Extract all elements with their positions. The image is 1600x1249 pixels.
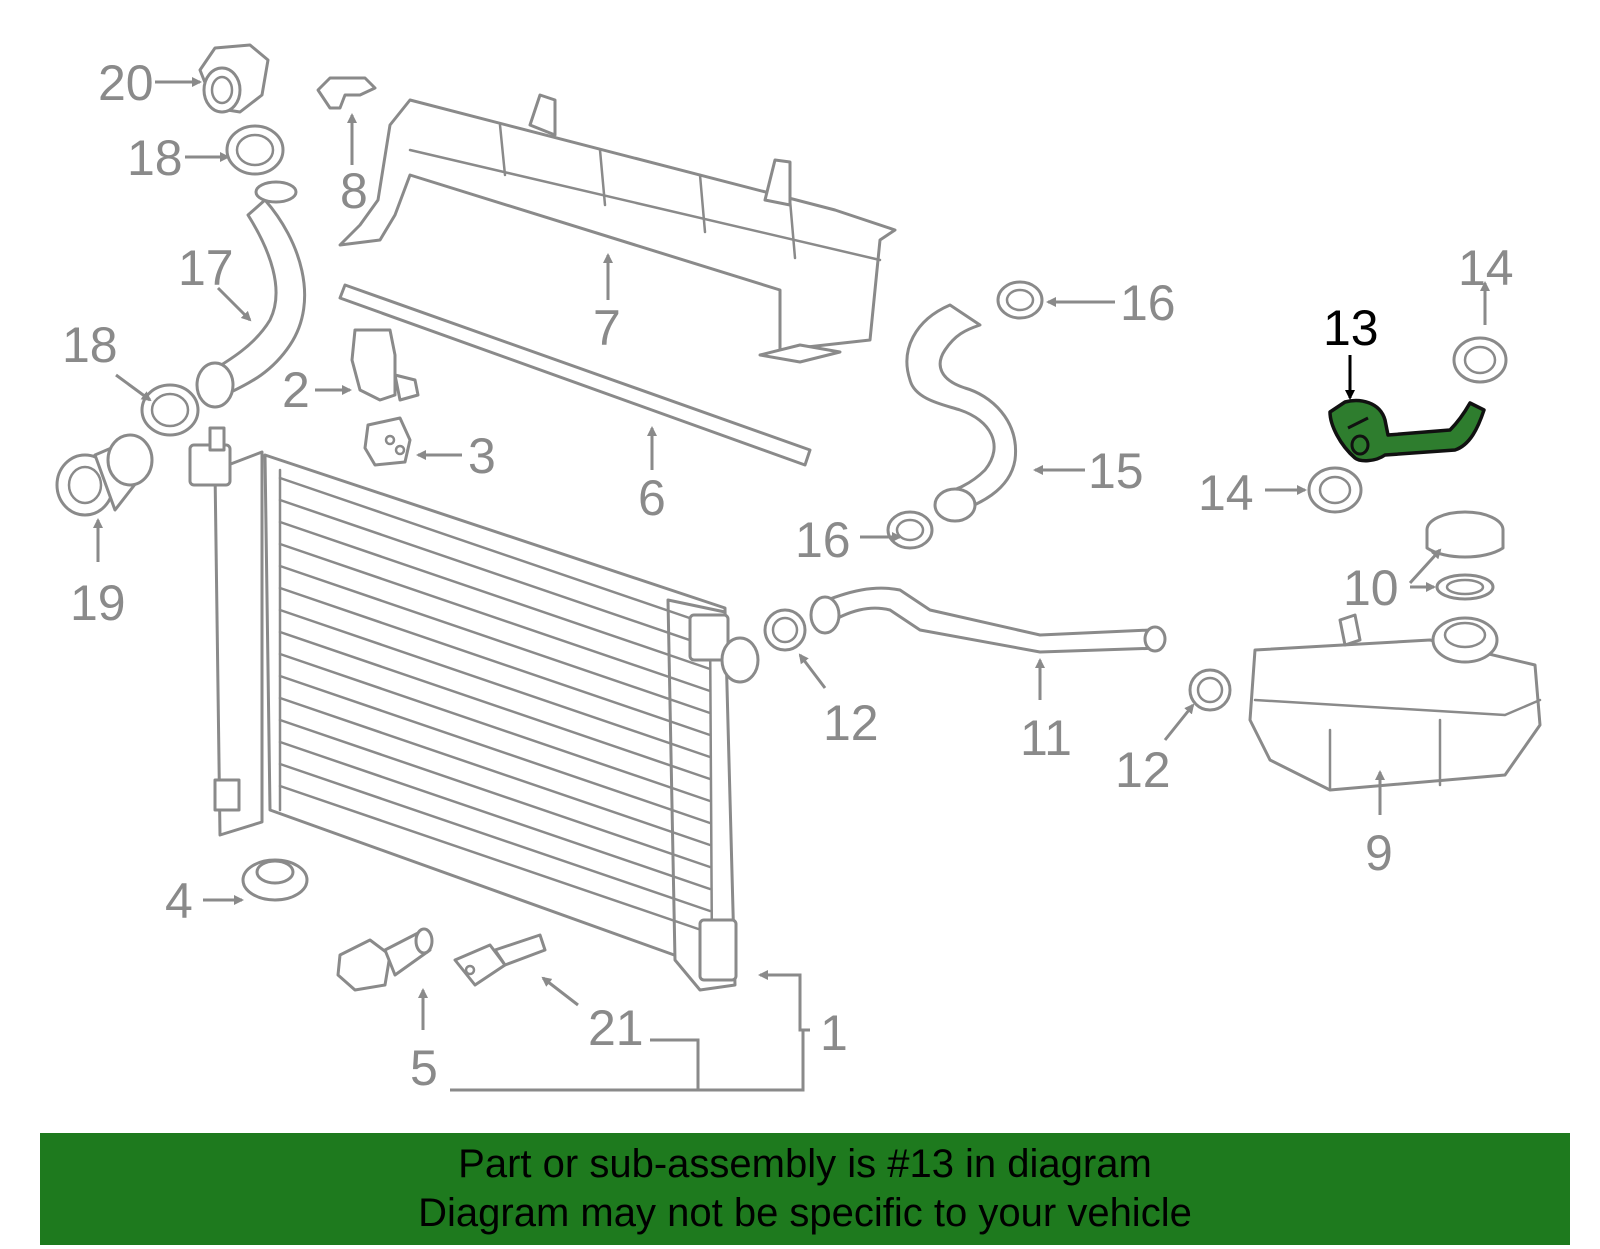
callout-6: 6 xyxy=(638,470,666,526)
callout-2: 2 xyxy=(282,362,310,418)
banner-line-2: Diagram may not be specific to your vehi… xyxy=(418,1191,1192,1235)
callout-14-bottom: 14 xyxy=(1198,465,1254,521)
bracket-part xyxy=(350,328,420,402)
leader-lines xyxy=(93,77,1490,1092)
insulator-part xyxy=(363,416,412,467)
reservoir-cap-part xyxy=(1425,510,1505,559)
callout-1: 1 xyxy=(820,1005,848,1061)
callout-13: 13 xyxy=(1323,300,1379,356)
callout-4: 4 xyxy=(165,873,193,929)
callout-20: 20 xyxy=(98,55,154,111)
upper-hose-part xyxy=(195,180,307,409)
callout-10: 10 xyxy=(1343,560,1399,616)
callout-11: 11 xyxy=(1020,710,1072,766)
callout-9: 9 xyxy=(1365,825,1393,881)
callout-5: 5 xyxy=(410,1040,438,1096)
air-baffle-part xyxy=(338,93,897,364)
hose-clamp-part xyxy=(763,608,807,652)
callout-18-left: 18 xyxy=(62,317,118,373)
seal-strip-part xyxy=(338,283,812,467)
drain-plug-part xyxy=(336,927,434,992)
callout-17: 17 xyxy=(178,240,234,296)
hose-clamp-part xyxy=(886,510,934,550)
hose-clamp-part xyxy=(225,124,285,176)
mount-part xyxy=(241,858,309,902)
radiator-part xyxy=(188,426,760,992)
callout-16-top: 16 xyxy=(1120,275,1176,331)
highlighted-hose-13[interactable] xyxy=(1328,398,1486,463)
coolant-reservoir-part xyxy=(1248,613,1542,792)
hose-clamp-part xyxy=(996,280,1044,320)
reservoir-hose-part xyxy=(809,586,1167,654)
hose-clamp-part xyxy=(1188,668,1232,712)
temp-sensor-part xyxy=(453,933,547,987)
callout-19: 19 xyxy=(70,575,126,631)
inlet-pipe-part xyxy=(55,433,154,517)
callout-8: 8 xyxy=(340,163,368,219)
callout-21: 21 xyxy=(588,1000,644,1056)
callout-12-right: 12 xyxy=(1115,742,1171,798)
callout-15: 15 xyxy=(1088,443,1144,499)
banner-line-1: Part or sub-assembly is #13 in diagram xyxy=(458,1142,1152,1186)
callout-18-top: 18 xyxy=(127,130,183,186)
hose-clamp-part xyxy=(140,383,200,437)
lower-hose-part xyxy=(905,303,1018,523)
outlet-fitting-part xyxy=(198,43,270,114)
hose-clamp-part xyxy=(1307,466,1363,514)
callout-12-left: 12 xyxy=(823,695,879,751)
callout-labels: 20 18 8 17 18 19 2 3 7 6 16 15 16 14 13 … xyxy=(62,55,1514,1096)
hose-clamp-part xyxy=(1452,336,1508,384)
callout-16-bottom: 16 xyxy=(795,512,851,568)
cap-seal-part xyxy=(1435,573,1495,601)
callout-14-top: 14 xyxy=(1458,240,1514,296)
callout-3: 3 xyxy=(468,428,496,484)
push-pin-part xyxy=(316,76,377,110)
info-banner: Part or sub-assembly is #13 in diagram D… xyxy=(40,1133,1570,1245)
callout-7: 7 xyxy=(593,300,621,356)
